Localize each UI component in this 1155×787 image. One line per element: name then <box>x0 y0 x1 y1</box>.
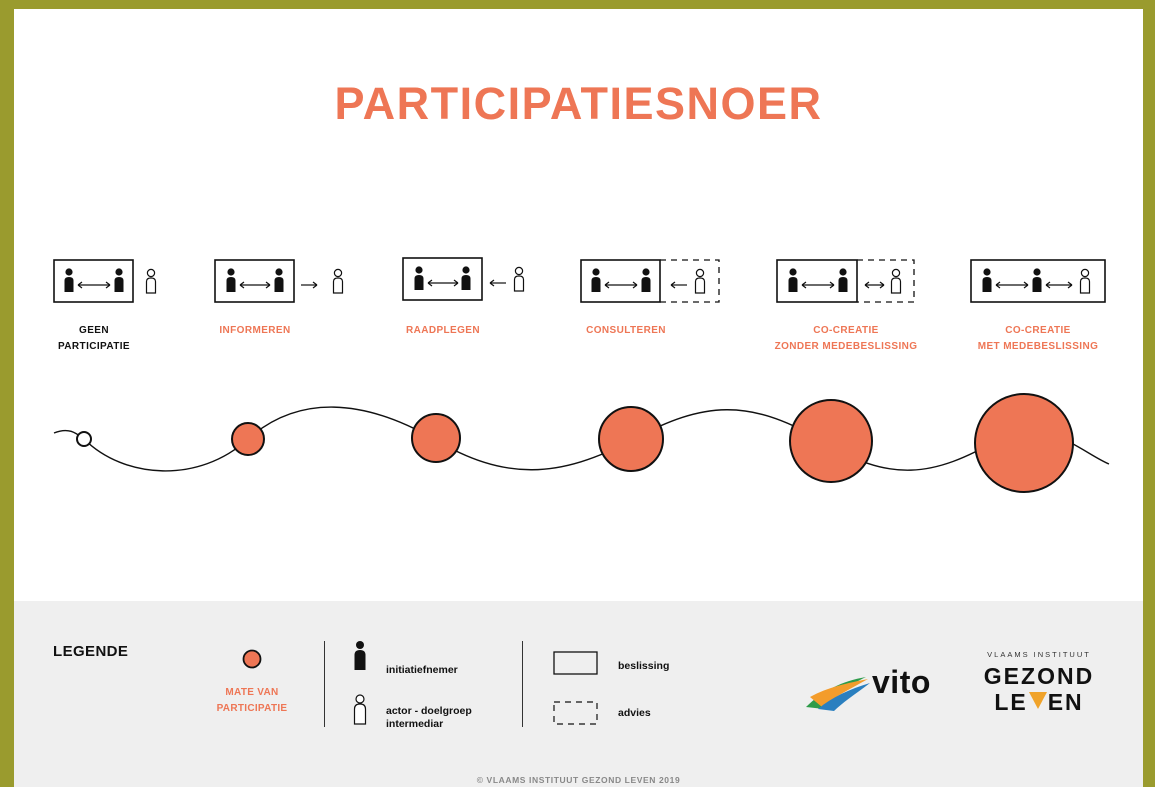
initiatiefnemer-icon <box>354 641 366 670</box>
legend-divider <box>324 641 325 727</box>
stage-icon-co-creatie-zonder <box>776 259 915 303</box>
participation-bead-icon <box>242 649 262 669</box>
stage-label-consulteren: CONSULTEREN <box>586 325 666 336</box>
participation-string <box>53 406 1110 472</box>
advies-box-icon <box>553 701 598 725</box>
vigl-subtitle: VLAAMS INSTITUUT <box>987 650 1091 659</box>
stage-icon-co-creatie-met <box>970 259 1106 303</box>
bead-raadplegen <box>411 413 461 463</box>
page-title: PARTICIPATIESNOER <box>334 78 823 129</box>
stage-icon-consulteren <box>580 259 720 303</box>
poster: PARTICIPATIESNOER <box>14 9 1143 787</box>
vigl-heart-triangle-icon <box>1028 692 1047 709</box>
legend-title: LEGENDE <box>53 643 129 660</box>
vigl-line1: GEZOND <box>983 663 1095 689</box>
legend-beslissing: beslissing <box>618 660 670 672</box>
beslissing-box-icon <box>553 651 598 675</box>
actor-icon <box>353 694 367 725</box>
vito-swoosh-icon <box>806 677 870 711</box>
legend-advies: advies <box>618 707 651 719</box>
stage-label-informeren: INFORMEREN <box>219 325 291 336</box>
legend-initiatiefnemer: initiatiefnemer <box>386 664 458 676</box>
vito-logo-text: vito <box>872 664 931 700</box>
bead-consulteren <box>598 406 664 472</box>
copyright: © VLAAMS INSTITUUT GEZOND LEVEN 2019 <box>476 775 681 785</box>
participation-diagram <box>53 257 1110 493</box>
bead-informeren <box>231 422 265 456</box>
stage-icon-informeren <box>214 259 344 303</box>
bead-geen-participatie <box>76 431 92 447</box>
stage-icon-raadplegen <box>402 257 525 301</box>
stage-label-raadplegen: RAADPLEGEN <box>405 325 480 336</box>
stage-icon-geen-participatie <box>53 259 157 303</box>
bead-co-creatie-met <box>974 393 1074 493</box>
legend-divider <box>522 641 523 727</box>
bead-co-creatie-zonder <box>789 399 873 483</box>
